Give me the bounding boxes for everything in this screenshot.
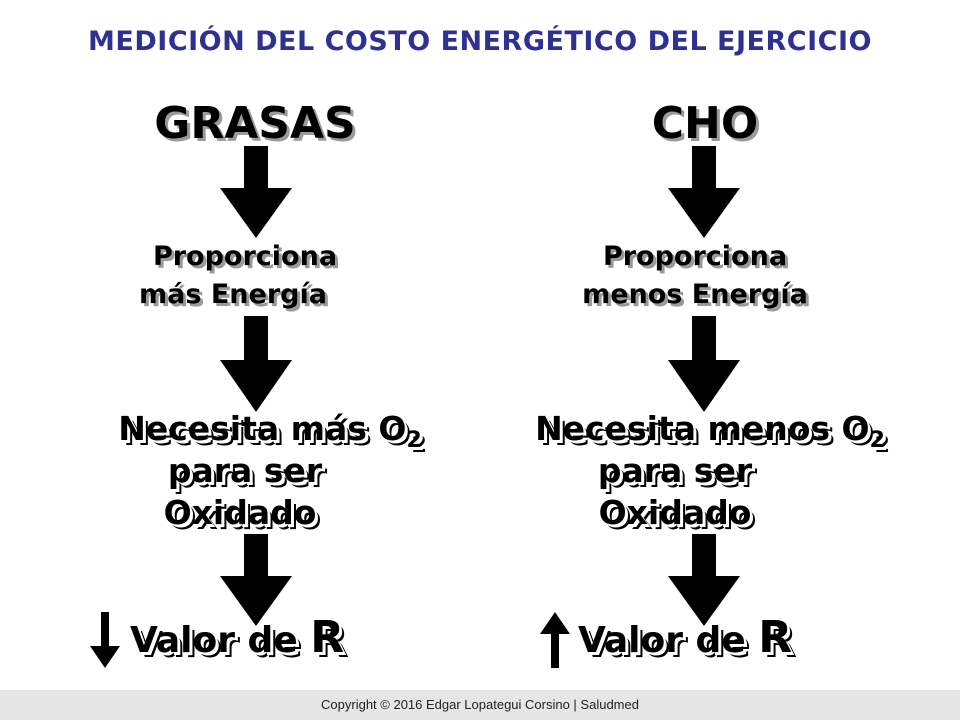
oxygen-line3-right: Oxidado — [598, 493, 752, 532]
energy-text-left: Proporciona más Energía — [95, 238, 395, 314]
down-arrow-3-right — [668, 534, 740, 626]
energy-line1-right: Proporciona — [602, 241, 788, 272]
down-arrow-1-left — [220, 146, 292, 238]
r-value-right: Valor de R — [578, 612, 792, 663]
oxygen-text-left: Necesita más O2 para ser Oxidado — [60, 408, 480, 534]
energy-line2-right: menos Energía — [582, 279, 808, 310]
footer-bar — [0, 690, 960, 720]
down-arrow-1-right — [668, 146, 740, 238]
oxygen-subscript-left: 2 — [406, 428, 422, 453]
heading-grasas: GRASAS — [154, 98, 356, 149]
energy-line1-left: Proporciona — [152, 241, 338, 272]
down-arrow-3-left — [220, 534, 292, 626]
oxygen-prefix-right: Necesita menos O — [535, 409, 870, 448]
oxygen-line1-left: Necesita más O2 — [60, 408, 480, 453]
r-label-left: Valor de — [130, 620, 311, 661]
copyright-text: Copyright © 2016 Edgar Lopategui Corsino… — [321, 697, 639, 712]
oxygen-text-right: Necesita menos O2 para ser Oxidado — [495, 408, 925, 534]
down-arrow-2-left — [220, 316, 292, 412]
r-label-right: Valor de — [578, 620, 759, 661]
increase-arrow-icon — [540, 612, 570, 668]
energy-line2-left: más Energía — [139, 279, 327, 310]
energy-text-right: Proporciona menos Energía — [545, 238, 845, 314]
r-value-left: Valor de R — [130, 612, 344, 663]
oxygen-line3-left: Oxidado — [163, 493, 317, 532]
r-letter-left: R — [310, 612, 345, 663]
oxygen-line1-right: Necesita menos O2 — [495, 408, 925, 453]
decrease-arrow-icon — [90, 612, 120, 668]
down-arrow-2-right — [668, 316, 740, 412]
r-letter-right: R — [758, 612, 793, 663]
slide-title: MEDICIÓN DEL COSTO ENERGÉTICO DEL EJERCI… — [88, 26, 872, 57]
oxygen-subscript-right: 2 — [869, 428, 885, 453]
heading-cho: CHO — [651, 98, 759, 149]
oxygen-line2-right: para ser — [597, 451, 753, 490]
oxygen-line2-left: para ser — [167, 451, 323, 490]
oxygen-prefix-left: Necesita más O — [118, 409, 407, 448]
